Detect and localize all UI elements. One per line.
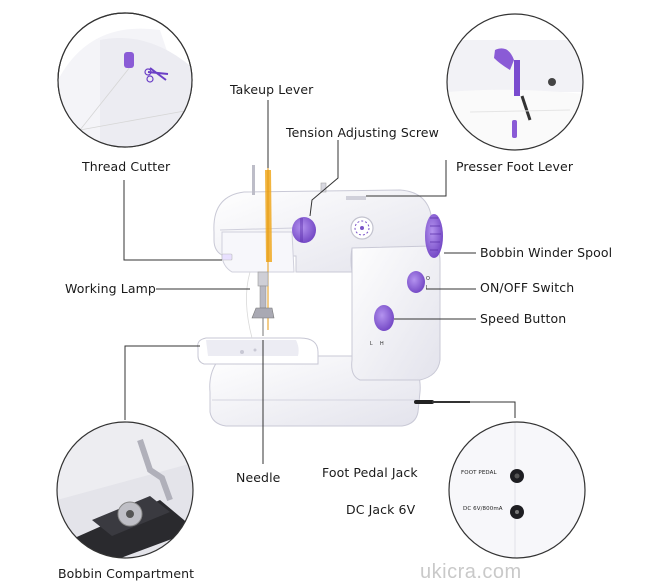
leader-lines (123, 100, 516, 464)
label-bobbin-compartment: Bobbin Compartment (58, 566, 195, 581)
label-thread-cutter: Thread Cutter (82, 159, 171, 174)
label-takeup-lever: Takeup Lever (230, 82, 314, 97)
label-on-off-switch: ON/OFF Switch (480, 280, 575, 295)
label-speed-button: Speed Button (480, 311, 567, 326)
foot-pedal-print: FOOT PEDAL (461, 470, 497, 476)
label-working-lamp: Working Lamp (65, 281, 156, 296)
inset-bobbin-compartment (56, 421, 194, 559)
label-needle: Needle (236, 470, 281, 485)
svg-text:H: H (380, 341, 384, 347)
sewing-machine-illustration: O I L H (197, 160, 470, 427)
label-foot-pedal-jack: Foot Pedal Jack (322, 465, 418, 480)
inset-jacks (448, 421, 586, 559)
svg-text:I: I (426, 285, 427, 291)
label-dc-jack: DC Jack 6V (346, 502, 416, 517)
svg-text:L: L (370, 341, 373, 347)
svg-text:O: O (426, 276, 430, 282)
inset-thread-cutter (57, 12, 193, 148)
label-presser-foot-lever: Presser Foot Lever (456, 159, 574, 174)
watermark: ukicra.com (420, 561, 522, 583)
inset-presser-foot-lever (446, 13, 584, 151)
label-bobbin-winder-spool: Bobbin Winder Spool (480, 245, 613, 260)
label-tension-adjusting-screw: Tension Adjusting Screw (286, 125, 439, 140)
dc-rating-print: DC 6V/800mA (463, 506, 503, 512)
